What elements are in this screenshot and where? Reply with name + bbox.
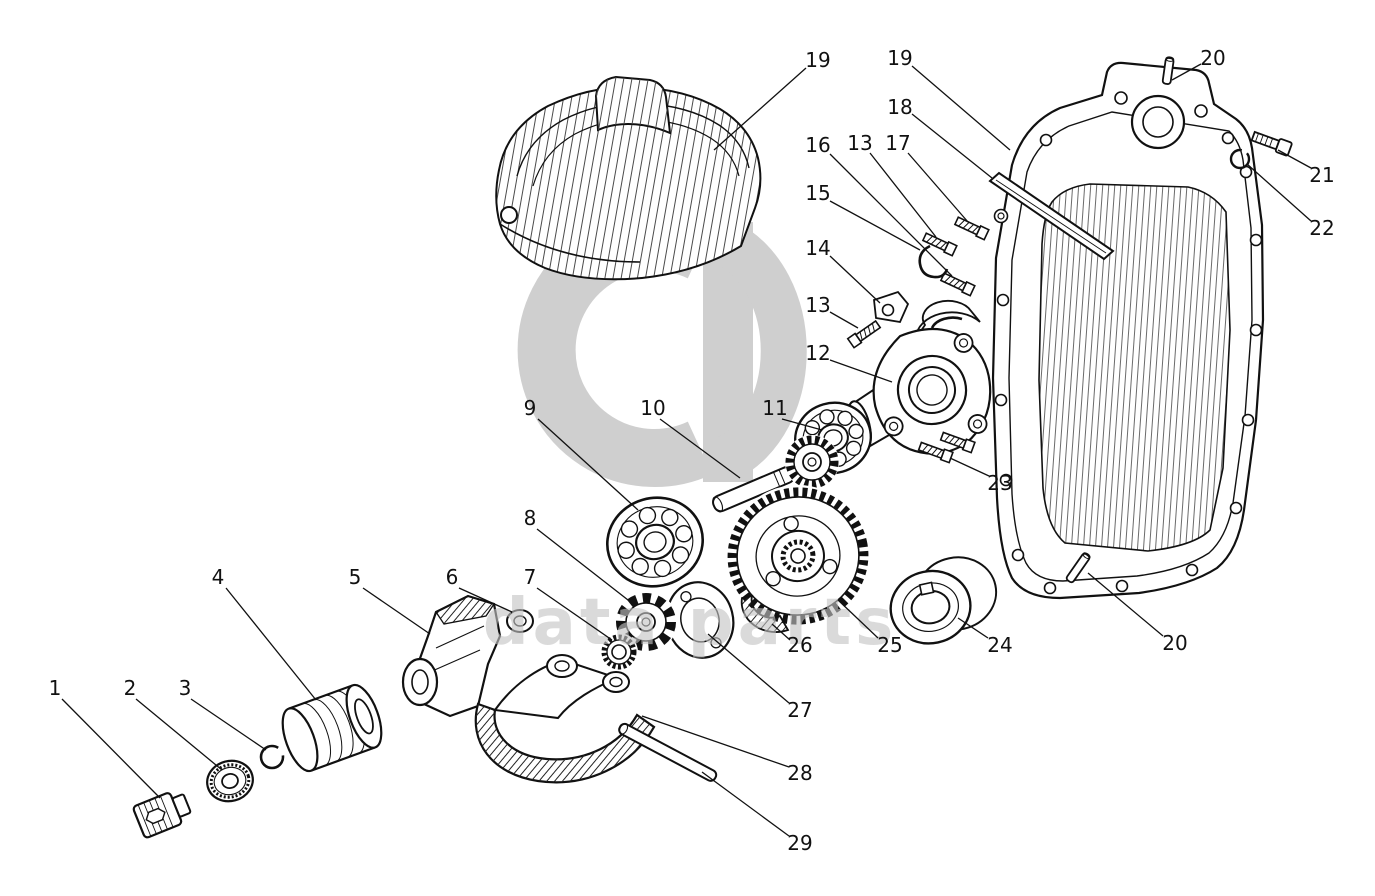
callout-leader-21 (1277, 149, 1312, 169)
callout-label-18: 18 (887, 95, 912, 119)
callout-label-20: 20 (1200, 46, 1225, 70)
callout-label-27: 27 (787, 698, 812, 722)
retainer-plate-part (665, 581, 735, 659)
callout-leader-19 (911, 65, 1011, 151)
callout-label-17: 17 (885, 131, 910, 155)
callout-leader-3 (190, 698, 267, 751)
callout-leader-1 (61, 698, 161, 799)
callout-label-28: 28 (787, 761, 812, 785)
callout-label-23: 23 (987, 471, 1012, 495)
bushing-part (281, 683, 383, 773)
callout-leader-16 (829, 153, 953, 277)
snap-ring-part (259, 744, 285, 770)
callout-leader-2 (135, 698, 223, 771)
right-timing-cover-part (991, 61, 1265, 600)
callout-label-4: 4 (212, 565, 225, 589)
retainer-strip-part (988, 171, 1115, 261)
callout-leader-7 (536, 587, 613, 641)
lock-plate-part (873, 290, 910, 324)
bracket-part (401, 594, 502, 718)
plug-part (132, 792, 192, 839)
callout-leader-20 (1171, 63, 1202, 81)
callout-leader-15 (829, 200, 921, 251)
coupling-sleeve-part (889, 556, 998, 645)
callout-label-29: 29 (787, 831, 812, 855)
callout-label-2: 2 (124, 676, 137, 700)
callout-leader-20 (1087, 572, 1164, 637)
callout-label-11: 11 (762, 396, 787, 420)
fastener-cluster (846, 208, 1009, 349)
callout-label-7: 7 (524, 565, 537, 589)
callout-label-5: 5 (349, 565, 362, 589)
left-timing-cover-part (495, 75, 762, 281)
callout-leader-19 (713, 67, 807, 151)
callout-leader-24 (957, 617, 989, 639)
callout-label-22: 22 (1309, 216, 1334, 240)
callout-leader-18 (911, 113, 993, 179)
screw-17-icon (953, 215, 990, 241)
callout-leader-9 (537, 418, 639, 511)
callout-leader-8 (536, 528, 629, 601)
callout-label-8: 8 (524, 506, 537, 530)
callout-leader-28 (641, 715, 790, 768)
bolt-part (1250, 130, 1293, 157)
ball-bearing-9-part (605, 496, 705, 588)
callout-label-13: 13 (805, 293, 830, 317)
callout-label-26: 26 (787, 633, 812, 657)
dowel-pin-bottom-part (1065, 552, 1091, 584)
callout-label-14: 14 (805, 236, 830, 260)
callout-leader-26 (771, 623, 791, 641)
dowel-pin-top-part (1161, 56, 1175, 85)
callout-leader-22 (1246, 163, 1312, 222)
callout-label-6: 6 (446, 565, 459, 589)
callout-label-13: 13 (847, 131, 872, 155)
bearing-housing-part (847, 327, 992, 455)
gear-segment-part (740, 594, 790, 633)
callout-label-3: 3 (179, 676, 192, 700)
callout-leader-5 (362, 587, 431, 635)
callout-leader-10 (659, 418, 741, 479)
drive-shaft-part (712, 435, 839, 513)
callout-label-9: 9 (524, 396, 537, 420)
callout-label-25: 25 (877, 633, 902, 657)
camshaft-gear-part (727, 485, 869, 627)
callout-leader-13 (869, 152, 937, 238)
callout-leader-12 (829, 359, 893, 383)
callout-label-12: 12 (805, 341, 830, 365)
seal-ring-part (1229, 148, 1251, 170)
callout-leader-14 (829, 255, 881, 304)
callout-leader-4 (225, 587, 317, 701)
fork-lever-part (474, 654, 656, 784)
callout-leader-11 (781, 418, 823, 431)
callout-label-19: 19 (805, 48, 830, 72)
callout-leader-17 (907, 152, 969, 223)
callout-label-16: 16 (805, 133, 830, 157)
callout-leader-23 (949, 457, 990, 477)
screw-13b-icon (846, 318, 882, 349)
callout-leader-13 (829, 311, 859, 329)
callout-leader-27 (707, 633, 790, 704)
callout-leader-25 (837, 599, 879, 639)
callout-label-24: 24 (987, 633, 1012, 657)
callout-label-19: 19 (887, 46, 912, 70)
callout-leader-29 (701, 771, 790, 837)
splined-washer-part (600, 633, 638, 671)
callout-label-20: 20 (1162, 631, 1187, 655)
screw-16-icon (939, 271, 976, 297)
curved-link-part (915, 299, 981, 341)
nut-part (506, 609, 534, 633)
callout-leader-6 (458, 587, 513, 613)
callout-label-1: 1 (49, 676, 62, 700)
washer-stack-part (206, 759, 254, 803)
rod-part (618, 722, 718, 782)
hook-clip-part (918, 244, 949, 279)
callout-label-21: 21 (1309, 163, 1334, 187)
callout-label-10: 10 (640, 396, 665, 420)
watermark-text: data parts (483, 586, 897, 660)
callout-label-15: 15 (805, 181, 830, 205)
